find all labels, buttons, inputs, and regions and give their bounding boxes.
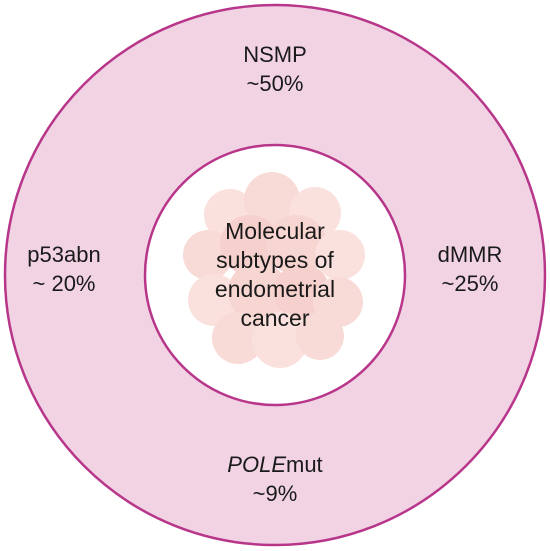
dmmr-name: dMMR	[437, 242, 503, 267]
segment-label-p53abn: p53abn ~ 20%	[8, 240, 120, 298]
dmmr-value: ~25%	[441, 271, 499, 296]
center-title: Molecular subtypes of endometrial cancer	[175, 217, 375, 333]
nsmp-name: NSMP	[243, 42, 307, 67]
segment-label-nsmp: NSMP ~50%	[195, 40, 355, 98]
pole-value: ~9%	[252, 481, 298, 506]
p53abn-value: ~ 20%	[32, 271, 96, 296]
segment-label-pole: POLEmut ~9%	[195, 450, 355, 508]
center-title-line-3: endometrial	[214, 276, 336, 302]
tumor-cells-icon	[183, 172, 365, 368]
p53abn-name: p53abn	[27, 242, 101, 267]
center-title-line-4: cancer	[240, 305, 310, 331]
pole-name: POLEmut	[195, 450, 355, 479]
segment-label-dmmr: dMMR ~25%	[410, 240, 530, 298]
center-title-line-2: subtypes of	[216, 247, 334, 273]
center-title-line-1: Molecular	[225, 218, 325, 244]
pole-name-italic: POLE	[227, 452, 286, 477]
nsmp-value: ~50%	[246, 71, 304, 96]
pole-name-suffix: mut	[286, 452, 323, 477]
